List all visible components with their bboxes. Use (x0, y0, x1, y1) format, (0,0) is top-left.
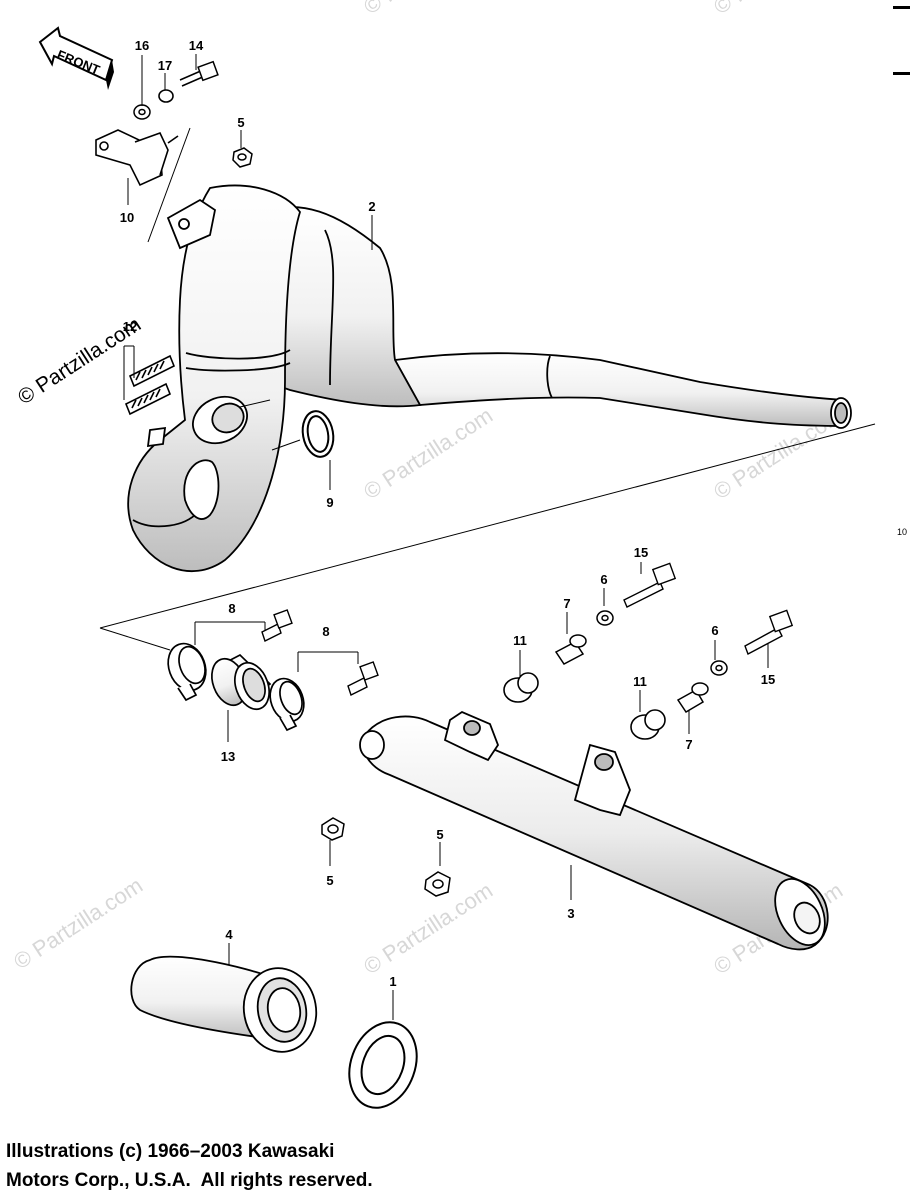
callout-15: 15 (761, 672, 775, 687)
callout-9: 9 (326, 495, 333, 510)
silencer (359, 710, 829, 951)
clamp-bolt-left (261, 609, 293, 642)
clamp-left (167, 642, 207, 702)
callout-12: 12 (123, 319, 137, 334)
bolt-15a (623, 562, 677, 608)
callout-14: 14 (189, 38, 204, 53)
bolt-15b (744, 609, 794, 655)
mount-bracket (95, 129, 179, 187)
lock-washer-17 (158, 89, 174, 103)
callout-3: 3 (567, 906, 574, 921)
callout-7: 7 (563, 596, 570, 611)
exhaust-springs (124, 354, 176, 416)
nut-5b (424, 871, 451, 897)
o-ring-gasket (301, 410, 335, 458)
tail-insert-pipe (130, 955, 318, 1053)
callout-numbers: 16 14 17 5 10 2 12 9 8 8 13 11 7 6 15 6 … (120, 38, 775, 989)
bolt-14 (179, 60, 219, 87)
edge-mark (893, 6, 910, 9)
callout-2: 2 (368, 199, 375, 214)
expansion-chamber (127, 184, 852, 573)
watermark: © Partzilla.com (359, 402, 497, 504)
clamp-right (269, 677, 305, 732)
callout-10: 10 (120, 210, 134, 225)
watermark: © Partzilla.com (359, 877, 497, 979)
callout-5: 5 (436, 827, 443, 842)
watermark: © Partzilla.com (9, 872, 147, 974)
gasket-1 (348, 1021, 418, 1109)
callout-16: 16 (135, 38, 149, 53)
watermark: © Partzilla.com (709, 0, 847, 19)
exhaust-joint-13 (211, 653, 272, 711)
side-reference-number: 10 (897, 527, 908, 537)
leader-lines (99, 54, 876, 1020)
callout-5: 5 (237, 115, 244, 130)
callout-6: 6 (600, 572, 607, 587)
callout-1: 1 (389, 974, 396, 989)
washer-6a (596, 610, 614, 626)
edge-mark (893, 72, 910, 75)
callout-11: 11 (513, 633, 527, 648)
washer-16 (133, 104, 151, 120)
bushing-11b (630, 709, 666, 740)
callout-6: 6 (711, 623, 718, 638)
front-arrow-icon: FRONT (38, 26, 114, 90)
nut-5a (321, 817, 345, 841)
callout-11: 11 (633, 674, 647, 689)
callout-8: 8 (322, 624, 329, 639)
callout-17: 17 (158, 58, 172, 73)
callout-13: 13 (221, 749, 235, 764)
washer-6b (710, 660, 728, 676)
callout-15: 15 (634, 545, 648, 560)
watermark: © Partzilla.com (359, 0, 497, 19)
callout-5: 5 (326, 873, 333, 888)
callout-7: 7 (685, 737, 692, 752)
clamp-bolt-right (347, 661, 379, 696)
copyright-notice: Illustrations (c) 1966–2003 Kawasaki Mot… (6, 1141, 373, 1191)
callout-8: 8 (228, 601, 235, 616)
callout-4: 4 (225, 927, 233, 942)
collar-7a (554, 634, 587, 665)
collar-7b (676, 682, 709, 714)
bushing-11a (503, 672, 539, 703)
nut-5-top (232, 147, 253, 168)
